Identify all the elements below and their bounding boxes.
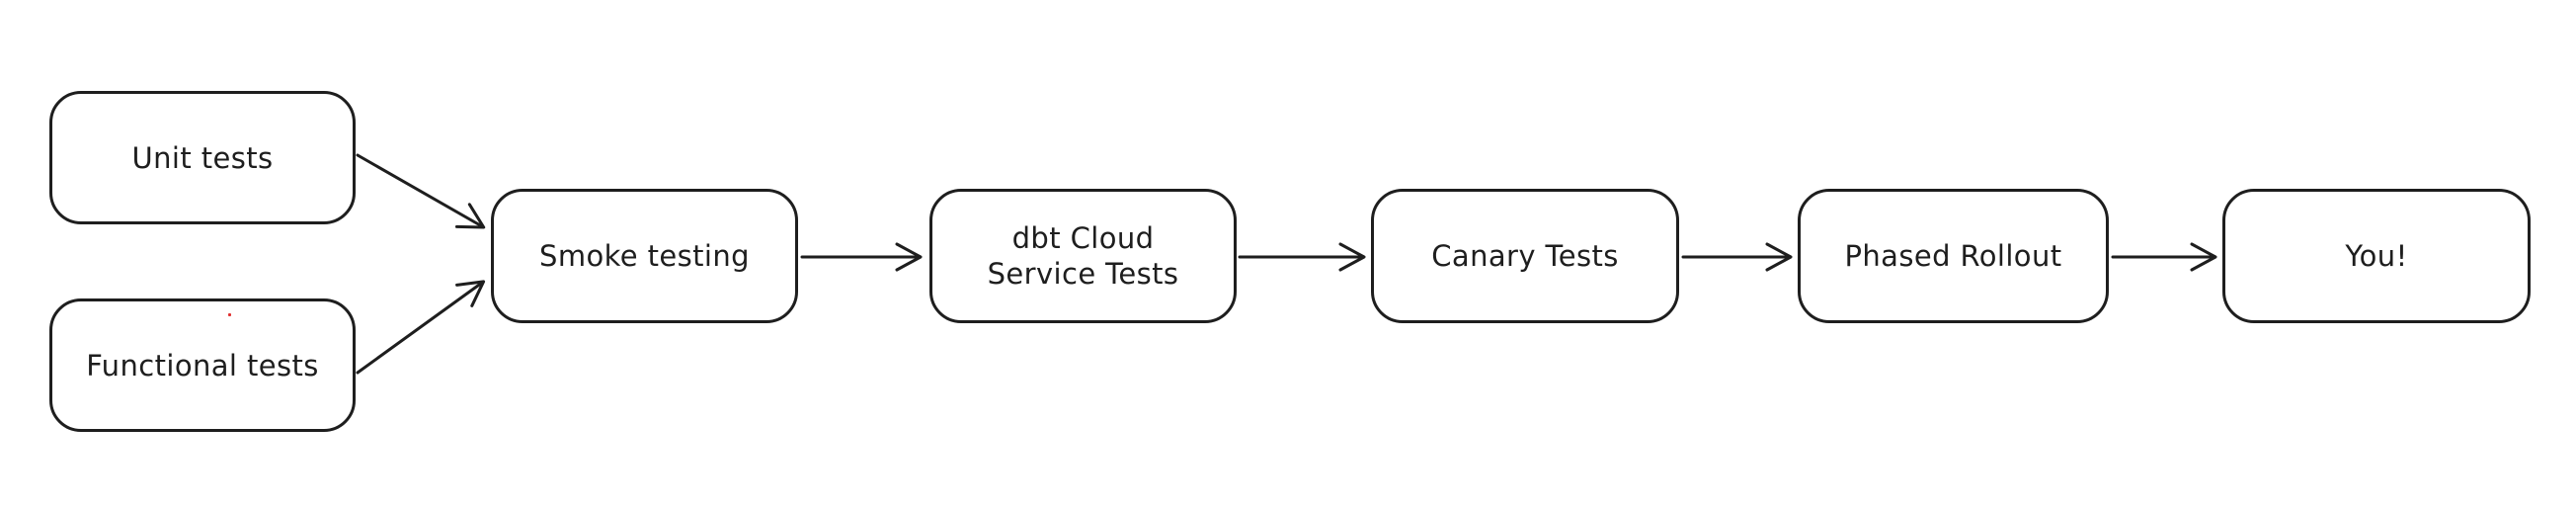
node-phased-rollout: Phased Rollout — [1798, 189, 2109, 323]
node-you: You! — [2222, 189, 2531, 323]
node-label: Functional tests — [86, 348, 319, 382]
arrow-unit-tests-to-smoke-testing — [356, 153, 486, 229]
node-label-line-1: dbt Cloud — [1011, 221, 1155, 255]
node-label: Unit tests — [131, 140, 274, 175]
node-canary-tests: Canary Tests — [1371, 189, 1679, 323]
node-label: Canary Tests — [1431, 239, 1619, 273]
node-smoke-testing: Smoke testing — [491, 189, 798, 323]
node-dbt-cloud-service-tests: dbt Cloud Service Tests — [929, 189, 1237, 323]
arrow-functional-tests-to-smoke-testing — [356, 280, 486, 375]
node-label: Phased Rollout — [1844, 239, 2062, 273]
node-label: Smoke testing — [539, 239, 750, 273]
node-functional-tests: Functional tests — [49, 298, 356, 432]
node-label: You! — [2345, 239, 2408, 273]
node-label-line-2: Service Tests — [987, 257, 1179, 291]
artifact-dot — [228, 313, 231, 316]
node-unit-tests: Unit tests — [49, 91, 356, 224]
